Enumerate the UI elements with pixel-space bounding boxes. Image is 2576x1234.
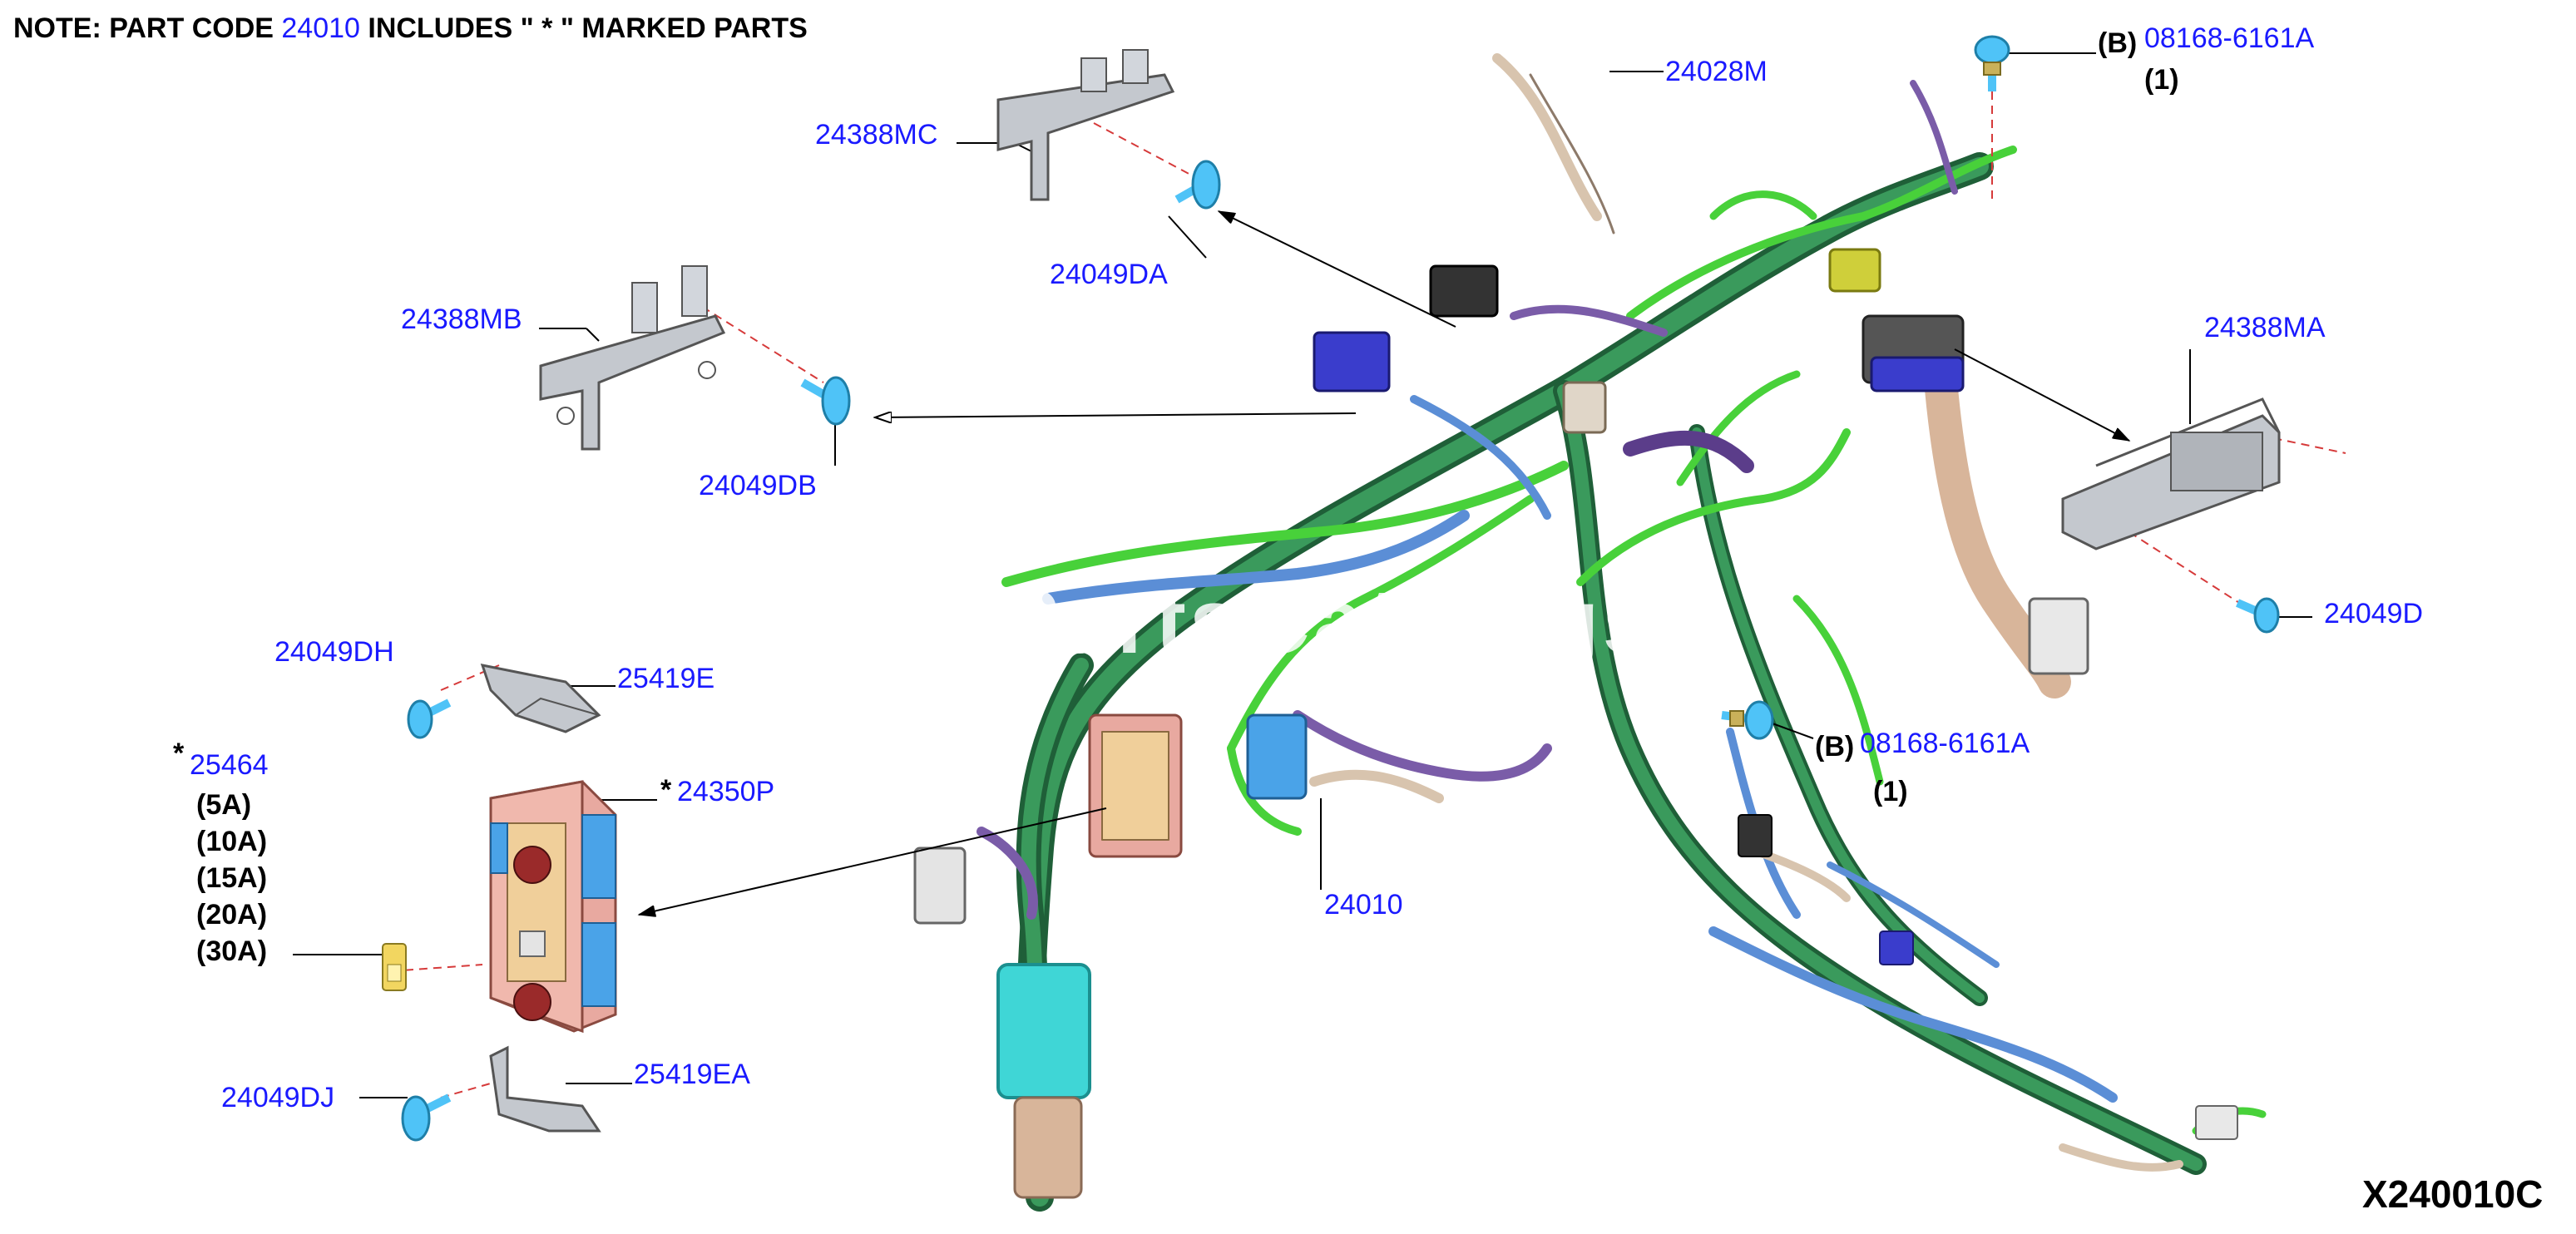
- part-label-24049DB[interactable]: 24049DB: [699, 470, 817, 501]
- bracket-24388MA: [2061, 397, 2281, 550]
- part-label-25419EA[interactable]: 25419EA: [634, 1059, 750, 1090]
- bolt-right: [2236, 597, 2280, 634]
- leader-lines: [293, 52, 2312, 1098]
- fuse-25464: [382, 943, 407, 991]
- bolt-24049DA: [1174, 160, 1221, 210]
- fuse-rating-5a: (5A): [196, 789, 252, 821]
- marked-star-25464: *: [173, 738, 185, 769]
- part-label-24028M[interactable]: 24028M: [1665, 56, 1768, 87]
- bracket-25419EA: [489, 1045, 601, 1133]
- bolt-left-25419E: [407, 698, 452, 739]
- fuse-rating-15a: (15A): [196, 862, 268, 894]
- bolt-24049DB: [800, 376, 851, 426]
- part-label-24049DJ[interactable]: 24049DJ: [221, 1082, 335, 1113]
- part-label-24388MC[interactable]: 24388MC: [815, 119, 938, 151]
- part-label-24049-left[interactable]: 24049DH: [274, 636, 394, 668]
- fuse-rating-20a: (20A): [196, 899, 268, 930]
- part-label-25464[interactable]: 25464: [190, 749, 269, 781]
- fuse-box-24350P: [489, 780, 617, 1034]
- part-label-25419E[interactable]: 25419E: [617, 663, 715, 694]
- qty-top: (1): [2144, 64, 2179, 96]
- part-label-24049DA[interactable]: 24049DA: [1050, 259, 1168, 290]
- bolt-08168-mid: [1721, 700, 1774, 740]
- note-part-code[interactable]: 24010: [281, 12, 360, 44]
- main-harness: [913, 53, 2267, 1212]
- bracket-24388MC: [996, 49, 1175, 201]
- part-label-24388MB[interactable]: 24388MB: [401, 304, 522, 335]
- note-suffix: INCLUDES " * " MARKED PARTS: [359, 12, 808, 44]
- note-text: NOTE: PART CODE 24010 INCLUDES " * " MAR…: [13, 12, 808, 45]
- part-label-08168-6161A-top[interactable]: 08168-6161A: [2144, 22, 2315, 54]
- bracket-24388MB: [539, 265, 726, 451]
- bolt-24049DJ: [401, 1093, 452, 1142]
- watermark: PartsCatalogs: [998, 570, 1657, 673]
- bolt-code-b-mid: (B): [1815, 731, 1855, 763]
- bracket-25419E: [480, 664, 601, 733]
- bolt-08168-top: [1974, 35, 2010, 91]
- part-label-08168-6161A-mid[interactable]: 08168-6161A: [1860, 728, 2030, 759]
- marked-star-24350P: *: [660, 774, 672, 806]
- bolt-code-b-top: (B): [2098, 27, 2138, 59]
- note-prefix: NOTE: PART CODE: [13, 12, 282, 44]
- part-label-24049-right[interactable]: 24049D: [2324, 598, 2424, 629]
- diagram-id: X240010C: [2362, 1172, 2544, 1216]
- part-label-24388MA[interactable]: 24388MA: [2204, 312, 2326, 343]
- part-label-24350P[interactable]: 24350P: [677, 776, 775, 807]
- fuse-rating-30a: (30A): [196, 935, 268, 967]
- qty-mid: (1): [1873, 776, 1908, 807]
- fuse-rating-10a: (10A): [196, 826, 268, 857]
- part-label-24010[interactable]: 24010: [1324, 889, 1403, 921]
